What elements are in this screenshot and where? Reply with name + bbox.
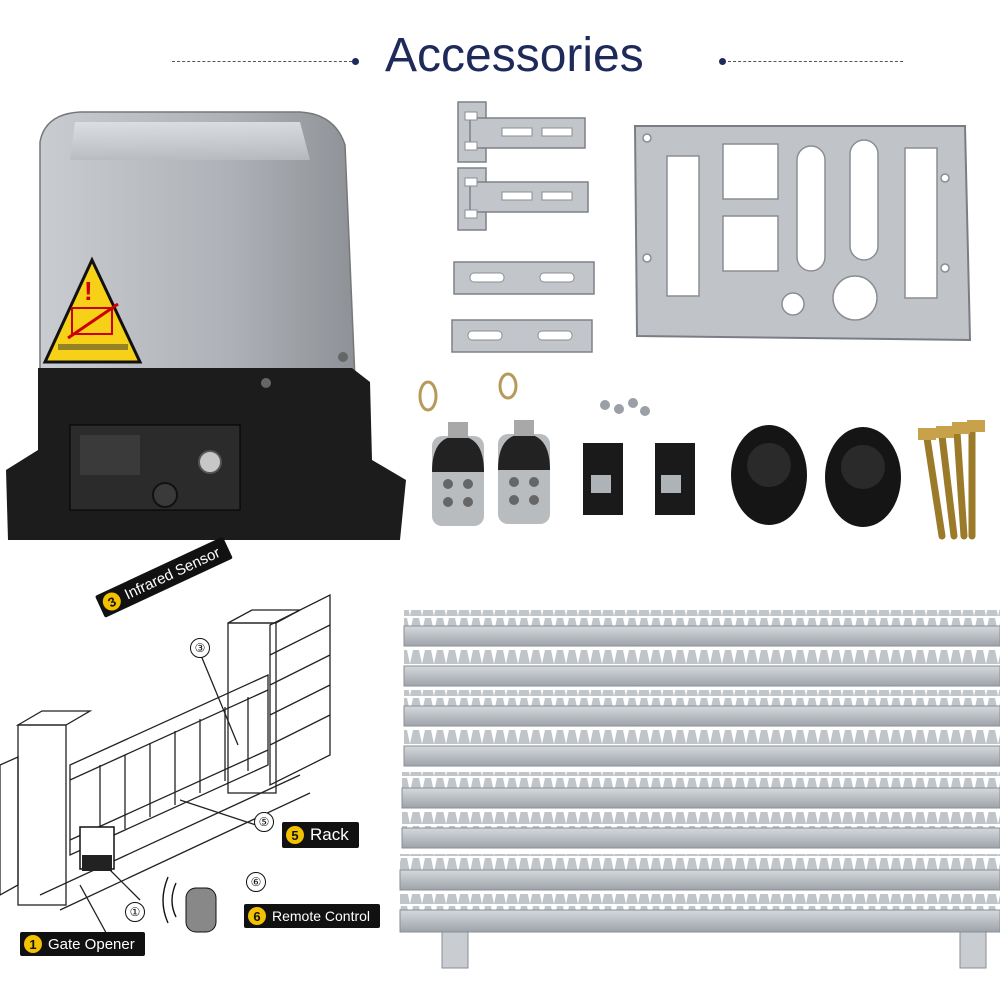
infrared-sensors-image xyxy=(731,425,901,527)
marker-6: ⑥ xyxy=(246,872,266,892)
marker-3: ③ xyxy=(190,638,210,658)
label-text-rack: Rack xyxy=(310,825,349,844)
label-number-1: 1 xyxy=(24,935,42,953)
remote-controls-image xyxy=(418,372,550,526)
label-number-6: 6 xyxy=(248,907,266,925)
marker-1: ① xyxy=(125,902,145,922)
label-number-5: 5 xyxy=(286,826,304,844)
warning-sign: ! xyxy=(42,256,143,364)
installation-diagram xyxy=(0,593,331,941)
title-right-dot xyxy=(719,58,726,65)
marker-5: ⑤ xyxy=(254,812,274,832)
title-left-line xyxy=(172,61,352,62)
label-text-gate-opener: Gate Opener xyxy=(48,935,135,953)
label-number-3: 3 xyxy=(99,589,124,614)
title-left-dot xyxy=(352,58,359,65)
gear-racks-image xyxy=(399,610,1000,969)
label-text-remote-control: Remote Control xyxy=(272,908,371,924)
base-plate-image xyxy=(633,125,972,342)
anchor-bolts-image xyxy=(918,420,985,540)
sensor-brackets-and-screws-image xyxy=(583,398,695,515)
gate-opener-motor-image: ! xyxy=(6,111,406,540)
label-gate-opener: 1 Gate Opener xyxy=(20,932,145,956)
label-remote-control: 6 Remote Control xyxy=(244,904,381,928)
svg-text:!: ! xyxy=(84,276,93,306)
mounting-brackets-image xyxy=(451,101,595,353)
page-title: Accessories xyxy=(385,29,644,82)
label-rack: 5 Rack xyxy=(282,822,359,848)
title-right-line xyxy=(728,61,903,62)
